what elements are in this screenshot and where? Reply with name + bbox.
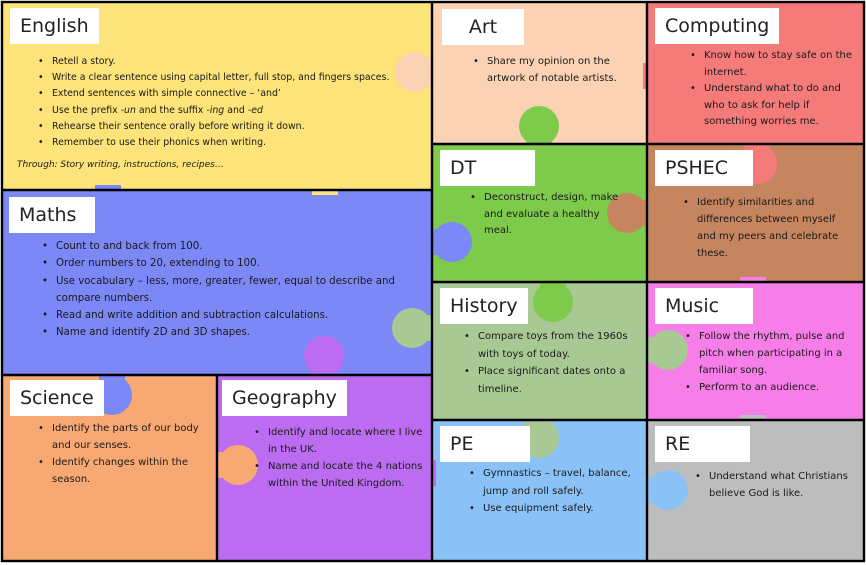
geography-list: Identify and locate where I live in the … [254, 424, 424, 492]
re-list: Understand what Christians believe God i… [695, 468, 855, 502]
music-title: Music [655, 288, 753, 324]
pe-re-knob [648, 470, 688, 510]
pshec-list: Identify similarities and differences be… [683, 194, 853, 262]
re-title: RE [655, 426, 750, 462]
english-item: Use the prefix -un and the suffix -ing a… [38, 103, 423, 119]
pshec-dt-knob-neck [640, 200, 650, 226]
science-item: Identify the parts of our body and our s… [38, 420, 210, 454]
pe-item: Gymnastics – travel, balance, jump and r… [469, 465, 634, 500]
history-music-knob [648, 330, 688, 370]
english-item: Rehearse their sentence orally before wr… [38, 119, 423, 135]
maths-item: Read and write addition and subtraction … [42, 307, 412, 325]
science-geography-knob [218, 445, 258, 485]
science-title: Science [10, 380, 104, 416]
computing-item: Know how to stay safe on the internet. [690, 48, 855, 81]
computing-title: Computing [655, 8, 780, 44]
dt-title: DT [440, 150, 535, 186]
english-title: English [10, 8, 99, 44]
pshec-item: Identify similarities and differences be… [683, 194, 853, 262]
suffix-ing: -ing [206, 104, 225, 116]
pe-item: Use equipment safely. [469, 500, 634, 518]
maths-english-knob [88, 190, 128, 230]
geography-title: Geography [222, 380, 347, 416]
computing-list: Know how to stay safe on the internet. U… [690, 48, 855, 131]
prefix-un: -un [120, 104, 136, 116]
computing-item: Understand what to do and who to ask for… [690, 81, 855, 131]
re-item: Understand what Christians believe God i… [695, 468, 855, 502]
maths-dt-knob [432, 222, 472, 262]
dt-item: Deconstruct, design, make and evaluate a… [470, 190, 630, 240]
english-item: Retell a story. [38, 54, 423, 70]
english-maths-knob [305, 152, 345, 192]
text-part: and [224, 104, 248, 116]
maths-list: Count to and back from 100. Order number… [42, 238, 412, 342]
computing-art-knob [646, 56, 686, 96]
text-part: Use the prefix [52, 104, 121, 116]
art-title: Art [442, 9, 524, 45]
science-item: Identify changes within the season. [38, 454, 210, 488]
music-item: Perform to an audience. [685, 379, 855, 396]
dt-list: Deconstruct, design, make and evaluate a… [470, 190, 630, 240]
maths-item: Name and identify 2D and 3D shapes. [42, 324, 412, 342]
dt-art-knob [519, 106, 559, 146]
suffix-ed: -ed [247, 104, 263, 116]
music-item: Follow the rhythm, pulse and pitch when … [685, 328, 855, 379]
maths-item: Count to and back from 100. [42, 238, 412, 256]
science-list: Identify the parts of our body and our s… [38, 420, 210, 488]
geography-item: Identify and locate where I live in the … [254, 424, 424, 458]
pe-title: PE [440, 426, 530, 462]
history-item: Place significant dates onto a timeline. [464, 363, 634, 398]
music-list: Follow the rhythm, pulse and pitch when … [685, 328, 855, 396]
maths-item: Order numbers to 20, extending to 100. [42, 255, 412, 273]
history-list: Compare toys from the 1960s with toys of… [464, 328, 634, 398]
english-item: Extend sentences with simple connective … [38, 86, 423, 102]
pshec-title: PSHEC [655, 150, 753, 186]
maths-item: Use vocabulary – less, more, greater, fe… [42, 273, 412, 308]
english-list: Retell a story. Write a clear sentence u… [38, 54, 423, 151]
maths-title: Maths [9, 197, 95, 233]
pe-list: Gymnastics – travel, balance, jump and r… [469, 465, 634, 518]
history-title: History [440, 288, 528, 324]
art-list: Share my opinion on the artwork of notab… [473, 53, 628, 87]
english-note: Through: Story writing, instructions, re… [17, 160, 224, 170]
english-item: Write a clear sentence using capital let… [38, 70, 423, 86]
dt-history-knob [533, 282, 573, 322]
geography-item: Name and locate the 4 nations within the… [254, 458, 424, 492]
english-item: Remember to use their phonics when writi… [38, 135, 423, 151]
history-item: Compare toys from the 1960s with toys of… [464, 328, 634, 363]
text-part: and the suffix [135, 104, 207, 116]
art-item: Share my opinion on the artwork of notab… [473, 53, 628, 87]
geography-maths-knob [304, 336, 344, 376]
